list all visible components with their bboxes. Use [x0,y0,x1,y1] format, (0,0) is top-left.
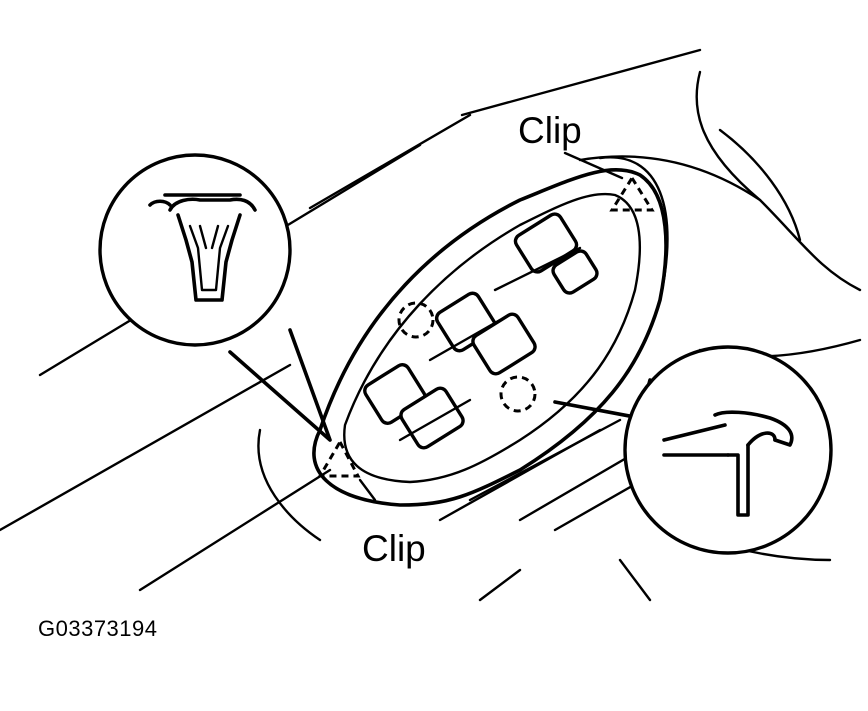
figure-code: G03373194 [38,616,158,641]
left-detail-callout [98,153,332,442]
right-detail-callout [553,345,833,555]
window-switch-buttons [363,212,599,450]
door-panel-lines [0,48,862,602]
clip-markers [317,151,655,502]
switch-bezel [257,156,669,542]
clip-label-bottom: Clip [362,528,426,569]
clip-label-top: Clip [518,110,582,151]
